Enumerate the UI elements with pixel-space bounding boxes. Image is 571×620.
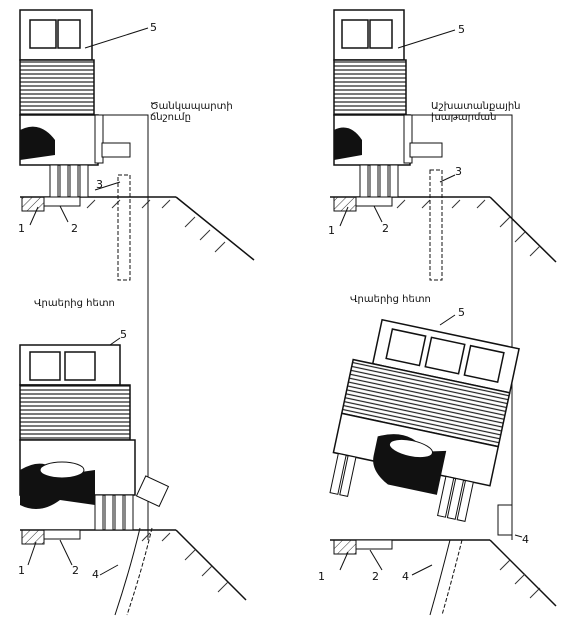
svg-text:1: 1 <box>318 570 325 583</box>
svg-text:2: 2 <box>382 222 389 235</box>
mat-2 <box>43 196 81 207</box>
caption-bottom-right: Վրաերից հետո <box>350 294 431 305</box>
svg-text:4: 4 <box>522 533 529 546</box>
svg-text:1: 1 <box>18 564 25 577</box>
panel-top-left: 5 1 2 3 <box>18 9 255 540</box>
truck-tilted <box>329 318 520 522</box>
truck-front <box>19 9 104 198</box>
label-2: 2 <box>71 222 78 235</box>
svg-text:2: 2 <box>72 564 79 577</box>
svg-text:2: 2 <box>372 570 379 583</box>
gauge-head <box>101 142 131 158</box>
caption-line: խաթարման <box>431 112 497 123</box>
caption-line: Ծանկապարտի <box>150 101 233 112</box>
svg-text:4: 4 <box>92 568 99 581</box>
grille <box>19 59 95 116</box>
panel-bottom-left: 5 1 2 4 <box>18 328 247 616</box>
windshield <box>29 19 57 49</box>
panel-top-right: 5 1 2 3 <box>328 9 557 540</box>
svg-text:5: 5 <box>458 306 465 319</box>
caption-line: ճնշումը <box>150 112 191 123</box>
svg-text:5: 5 <box>120 328 127 341</box>
ground-hatching <box>86 199 226 253</box>
tire <box>49 164 59 198</box>
svg-text:4: 4 <box>402 570 409 583</box>
caption-top-left: Ծանկապարտի ճնշումը <box>150 101 233 123</box>
label-3: 3 <box>96 178 103 191</box>
block-1 <box>21 196 45 212</box>
axle <box>20 126 55 160</box>
label-5: 5 <box>150 21 157 34</box>
svg-text:5: 5 <box>458 23 465 36</box>
gauge-3 <box>117 174 131 281</box>
svg-text:3: 3 <box>455 165 462 178</box>
truck-front-right <box>333 9 413 198</box>
panel-bottom-right: 5 1 2 4 4 <box>318 306 557 616</box>
label-1: 1 <box>18 222 25 235</box>
caption-line: Աշխատանքային <box>431 101 521 112</box>
caption-top-right: Աշխատանքային խաթարման <box>431 101 521 123</box>
leader-line <box>98 114 149 540</box>
caption-bottom-left: Վրաերից հետո <box>34 298 115 309</box>
slope-line <box>175 196 255 261</box>
svg-text:1: 1 <box>328 224 335 237</box>
truck-front-bottom-left <box>19 344 170 531</box>
